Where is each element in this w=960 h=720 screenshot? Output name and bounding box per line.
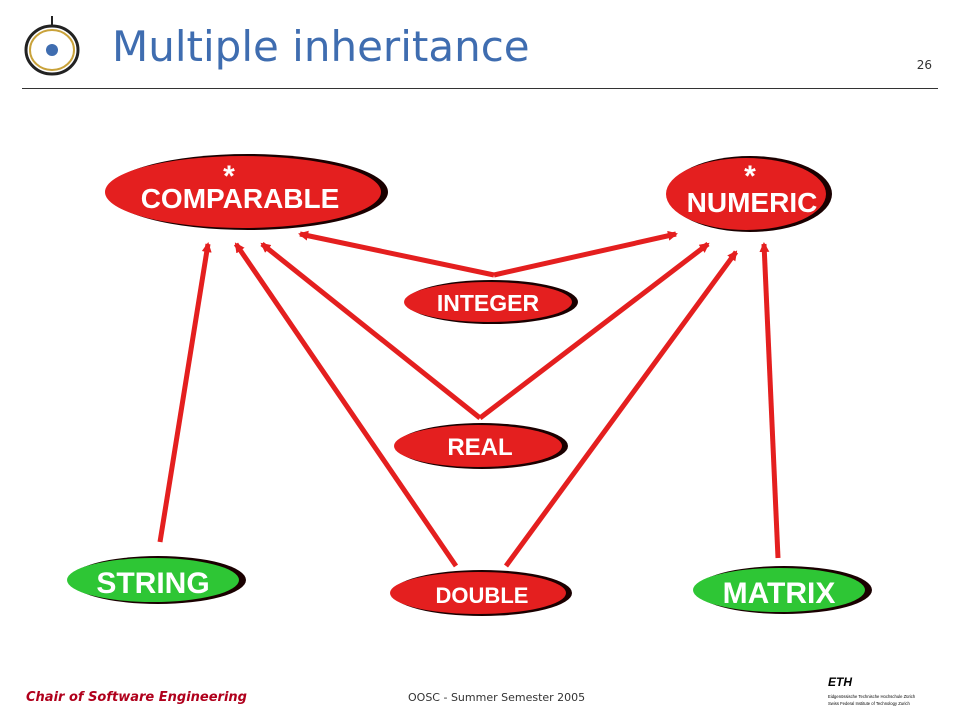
node-numeric-label: NUMERIC: [687, 187, 818, 218]
node-integer-label: INTEGER: [437, 290, 540, 316]
edge-double-numeric: [503, 250, 739, 568]
node-comparable-marker: *: [223, 160, 235, 193]
edge-matrix-numeric: [759, 242, 781, 559]
node-numeric: * NUMERIC: [666, 156, 832, 232]
eth-logo-line2: Swiss Federal Institute of Technology Zu…: [828, 701, 911, 706]
eth-logo-line1: Eidgenössische Technische Hochschule Zür…: [828, 694, 916, 699]
node-real: REAL: [394, 423, 568, 469]
node-string: STRING: [67, 556, 246, 604]
node-real-label: REAL: [447, 434, 512, 461]
edge-real-numeric: [478, 242, 710, 420]
edge-integer-numeric: [493, 230, 678, 278]
node-matrix: MATRIX: [693, 566, 872, 614]
edge-string-comparable: [157, 242, 212, 543]
edge-real-comparable: [260, 242, 482, 420]
node-double: DOUBLE: [390, 570, 572, 616]
node-matrix-label: MATRIX: [723, 577, 836, 610]
edge-double-comparable: [233, 242, 459, 568]
node-double-label: DOUBLE: [436, 583, 529, 608]
node-comparable-label: COMPARABLE: [141, 183, 340, 214]
edge-integer-comparable: [298, 230, 495, 278]
title-divider: [22, 88, 938, 89]
chair-logo-icon: [24, 16, 80, 76]
eth-logo: ETH Eidgenössische Technische Hochschule…: [828, 675, 916, 706]
node-numeric-marker: *: [744, 160, 756, 193]
page-number: 26: [916, 58, 932, 72]
footer-chair: Chair of Software Engineering: [26, 690, 247, 705]
footer-course: OOSC - Summer Semester 2005: [408, 691, 586, 704]
edges: [157, 230, 781, 568]
node-comparable: * COMPARABLE: [105, 154, 388, 230]
eth-logo-mark: ETH: [828, 675, 852, 689]
node-string-label: STRING: [96, 567, 209, 600]
node-integer: INTEGER: [404, 280, 578, 324]
slide-title: Multiple inheritance: [112, 22, 530, 71]
